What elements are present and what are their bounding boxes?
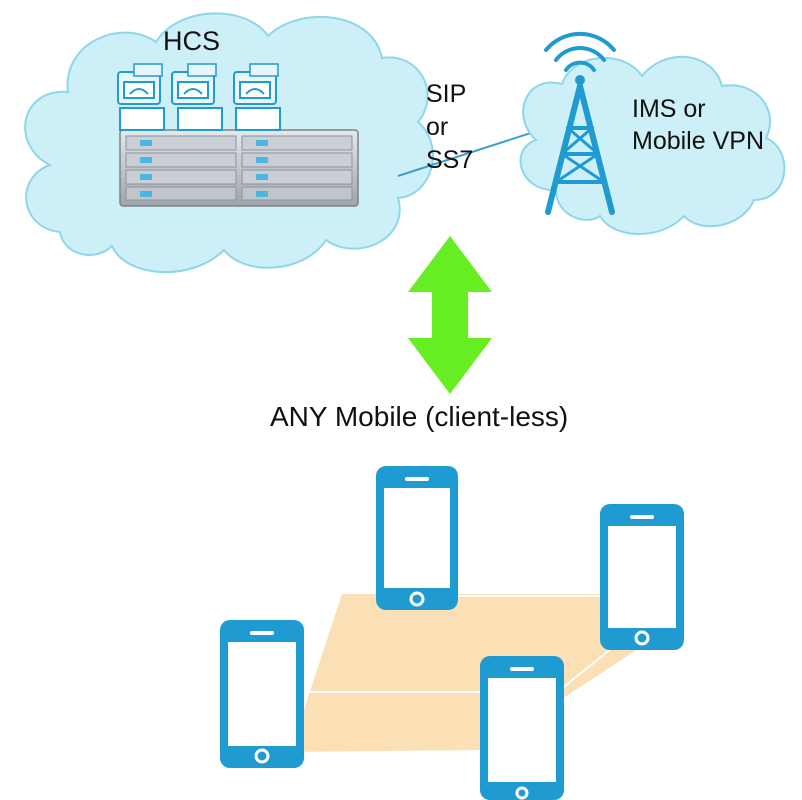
protocol-label-line: SS7 — [426, 146, 474, 174]
protocol-label: SIP or SS7 — [426, 78, 473, 177]
platform-links — [300, 595, 613, 693]
protocol-label-line: SIP — [426, 80, 467, 108]
ip-phone-icon — [171, 63, 217, 105]
double-arrow-icon — [408, 236, 492, 394]
smartphone-bottom — [480, 656, 564, 800]
monitor-icon — [177, 107, 223, 131]
ims-cloud-label: IMS or Mobile VPN — [632, 93, 764, 157]
ip-phone-icon — [117, 63, 163, 105]
protocol-label-line: or — [426, 113, 449, 141]
server-rack-icon — [119, 129, 359, 207]
monitor-icon — [235, 107, 281, 131]
smartphone-right — [600, 504, 684, 650]
ip-phone-icon — [233, 63, 279, 105]
ims-label-line: IMS or — [632, 95, 706, 123]
sip-ss7-link — [397, 129, 541, 177]
smartphone-top — [376, 466, 458, 610]
cell-tower-icon — [544, 32, 616, 215]
monitor-icon — [119, 107, 165, 131]
ims-label-line: Mobile VPN — [632, 127, 764, 155]
mobile-clients-caption: ANY Mobile (client-less) — [270, 401, 569, 432]
smartphone-left — [220, 620, 304, 768]
hcs-cloud-title: HCS — [163, 26, 221, 56]
vm-phone-icons — [117, 63, 281, 131]
device-platform — [290, 594, 658, 752]
